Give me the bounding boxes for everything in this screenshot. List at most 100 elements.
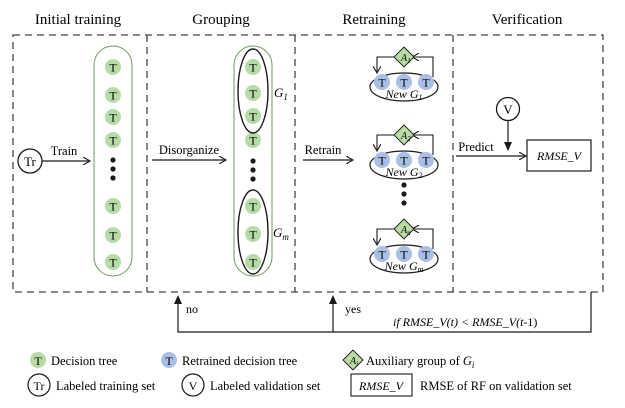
auxiliary-diamond-icon xyxy=(393,124,415,146)
auxiliary-group-label: A1 xyxy=(400,53,411,65)
aux-loop-left xyxy=(377,56,396,73)
decision-tree: T xyxy=(105,59,121,75)
svg-text:T: T xyxy=(400,76,408,90)
stopping-condition: if RMSE_V(t) < RMSE_V(t-1) xyxy=(393,315,537,329)
svg-text:V: V xyxy=(189,379,198,393)
feedback-yes-label: yes xyxy=(345,302,361,316)
svg-text:T: T xyxy=(400,248,408,262)
legend: T Decision tree T Retrained decision tre… xyxy=(27,349,572,397)
stage-title-retraining: Retraining xyxy=(342,12,406,28)
decision-tree: T xyxy=(245,226,261,242)
legend-rmse: RMSE_V RMSE of RF on validation set xyxy=(350,373,572,397)
retrained-decision-tree: T xyxy=(374,74,390,90)
retrained-decision-tree: T xyxy=(418,246,434,262)
training-set-node: Tr xyxy=(17,148,43,174)
svg-text:Ai: Ai xyxy=(349,356,358,368)
svg-text:V: V xyxy=(503,102,513,117)
aux-loop-right xyxy=(412,229,434,249)
blue-tree-icon xyxy=(161,352,177,368)
svg-text:T: T xyxy=(249,134,257,148)
svg-text:T: T xyxy=(165,354,173,368)
legend-decision-tree: T Decision tree xyxy=(30,352,118,368)
svg-text:RMSE of RF on validation set: RMSE of RF on validation set xyxy=(420,379,572,393)
svg-text:Decision tree: Decision tree xyxy=(51,354,118,368)
feedback-no-label: no xyxy=(186,302,198,316)
diamond-icon xyxy=(342,349,364,371)
svg-text:T: T xyxy=(249,87,257,101)
stage-title-grouping: Grouping xyxy=(192,12,250,28)
aux-loop-right xyxy=(412,135,434,155)
predict-label: Predict xyxy=(458,140,494,154)
svg-text:RMSE_V: RMSE_V xyxy=(358,379,405,393)
auxiliary-group-label: An xyxy=(400,225,411,237)
svg-text:T: T xyxy=(109,256,117,270)
decision-tree: T xyxy=(245,254,261,270)
svg-text:Retrained decision tree: Retrained decision tree xyxy=(182,354,298,368)
decision-tree: T xyxy=(105,132,121,148)
training-set-icon xyxy=(27,373,51,397)
decision-tree: T xyxy=(105,254,121,270)
svg-text:T: T xyxy=(109,61,117,75)
outer-dashed-frame xyxy=(12,34,604,293)
retrain-ellipsis xyxy=(401,182,407,206)
stage-frame xyxy=(12,34,604,293)
retrained-decision-tree: T xyxy=(396,74,412,90)
feedback-loop xyxy=(174,292,592,333)
retrained-decision-tree: T xyxy=(396,246,412,262)
svg-text:T: T xyxy=(378,154,386,168)
stage-title-verification: Verification xyxy=(492,12,563,28)
feedback-line-no xyxy=(174,292,592,333)
svg-text:T: T xyxy=(249,200,257,214)
train-label: Train xyxy=(51,144,78,158)
svg-text:Labeled validation set: Labeled validation set xyxy=(210,379,321,393)
tree-ellipsis xyxy=(110,157,116,181)
auxiliary-group-label: A2 xyxy=(400,131,411,143)
decision-tree: T xyxy=(245,59,261,75)
svg-text:T: T xyxy=(400,154,408,168)
svg-text:T: T xyxy=(109,89,117,103)
retrained-decision-tree: T xyxy=(418,74,434,90)
decision-tree: T xyxy=(105,227,121,243)
group-g1-ellipse xyxy=(237,48,269,134)
svg-text:T: T xyxy=(378,248,386,262)
group-gm-ellipse xyxy=(237,189,269,275)
new-group-label: New Gm xyxy=(384,259,424,274)
aux-loop-left xyxy=(377,134,396,151)
disorganize-label: Disorganize xyxy=(159,143,220,157)
legend-retrained-tree: T Retrained decision tree xyxy=(161,352,298,368)
svg-text:T: T xyxy=(249,228,257,242)
group-g1-label: G1 xyxy=(274,85,288,102)
svg-text:T: T xyxy=(422,154,430,168)
retrained-decision-tree: T xyxy=(374,152,390,168)
validation-set-icon xyxy=(181,373,205,397)
decision-tree: T xyxy=(245,85,261,101)
group-gm-label: Gm xyxy=(273,225,289,242)
svg-text:Auxiliary group of Gi: Auxiliary group of Gi xyxy=(366,354,475,370)
retrained-decision-tree: T xyxy=(374,246,390,262)
svg-text:Labeled training set: Labeled training set xyxy=(56,379,156,393)
stage-title-initial-training: Initial training xyxy=(35,12,122,28)
auxiliary-diamond-icon xyxy=(393,46,415,68)
legend-training-set: Tr Labeled training set xyxy=(27,373,156,397)
auxiliary-diamond-icon xyxy=(393,218,415,240)
svg-text:T: T xyxy=(249,110,257,124)
legend-validation-set: V Labeled validation set xyxy=(181,373,321,397)
svg-text:Tr: Tr xyxy=(34,379,45,393)
validation-set-node: V xyxy=(495,96,521,122)
new-group-label: New G1 xyxy=(384,87,422,102)
svg-text:T: T xyxy=(249,256,257,270)
svg-text:T: T xyxy=(249,61,257,75)
decision-tree: T xyxy=(105,109,121,125)
rmse-box-label: RMSE_V xyxy=(536,149,583,163)
rmse-box xyxy=(526,139,592,172)
tree-ellipsis xyxy=(250,158,256,182)
decision-tree: T xyxy=(105,87,121,103)
aux-loop-right xyxy=(412,57,434,77)
green-tree-icon xyxy=(30,352,46,368)
svg-text:Tr: Tr xyxy=(24,154,36,169)
